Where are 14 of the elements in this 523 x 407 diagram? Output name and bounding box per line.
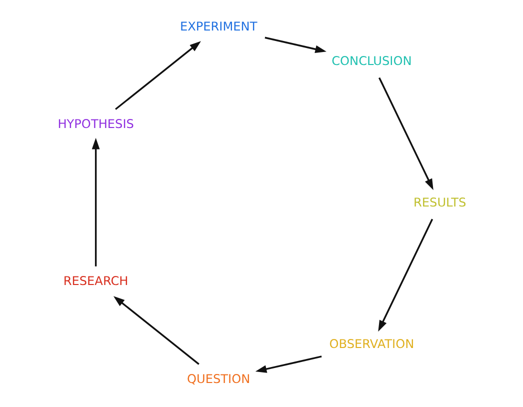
arrow bbox=[264, 36, 326, 54]
node-text: QUESTION bbox=[186, 372, 250, 386]
node-text: CONCLUSION bbox=[331, 54, 412, 68]
arrow bbox=[378, 77, 433, 190]
arrow bbox=[91, 138, 100, 266]
node-text: OBSERVATION bbox=[328, 337, 414, 352]
node-text: HYPOTHESIS bbox=[57, 117, 134, 132]
arrow bbox=[254, 356, 322, 373]
arrow bbox=[114, 41, 200, 110]
arrow bbox=[112, 296, 199, 365]
node-text: RESULTS bbox=[413, 196, 466, 210]
node-text: EXPERIMENT bbox=[179, 19, 257, 34]
node-text: RESEARCH bbox=[62, 274, 128, 288]
arrow bbox=[378, 218, 433, 332]
